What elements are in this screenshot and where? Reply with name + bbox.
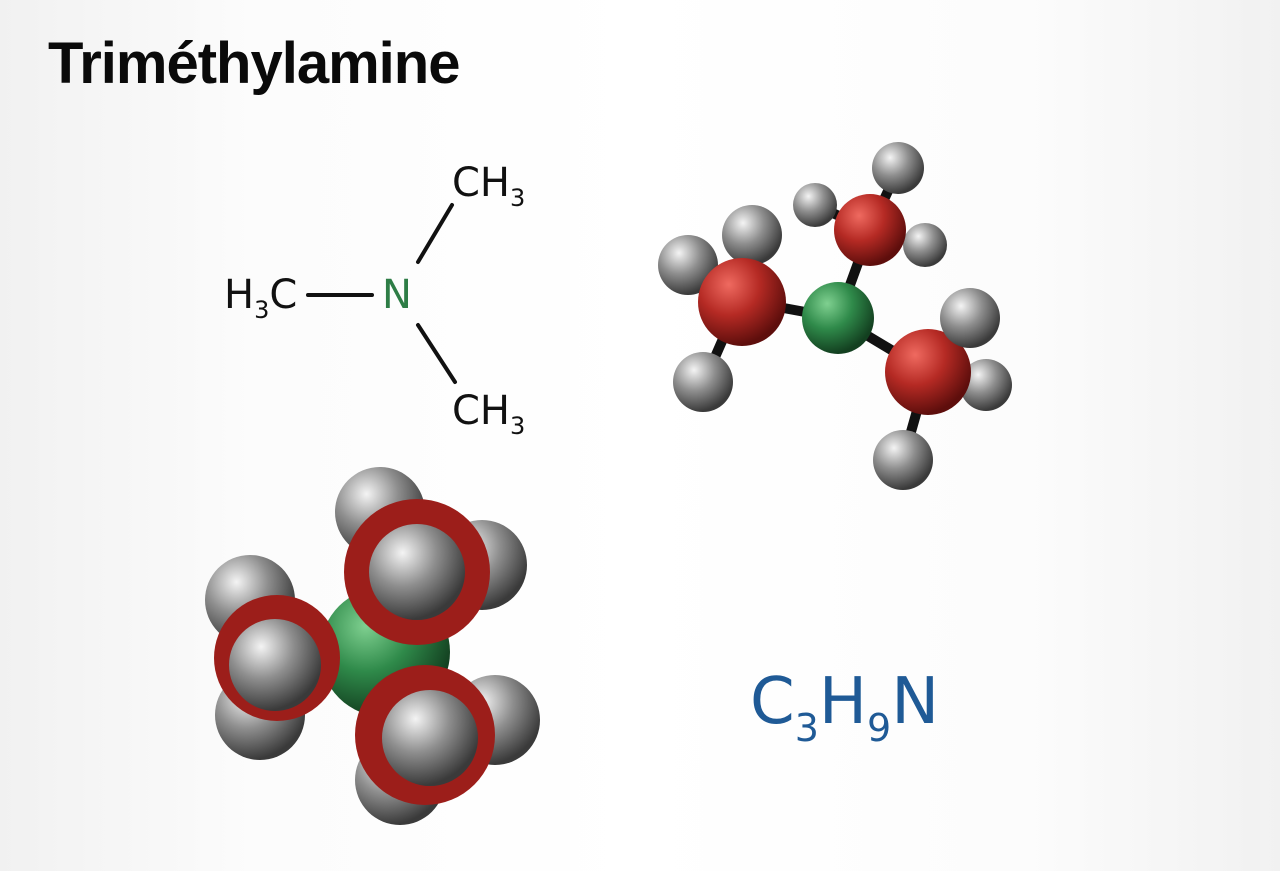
bond-top	[416, 203, 454, 264]
h3c-left-label: H3C	[224, 272, 298, 324]
page-title: Triméthylamine	[48, 31, 460, 96]
bond-bottom	[416, 323, 457, 384]
ch3-bottom-label: CH3	[452, 388, 526, 440]
space-filling-model	[205, 467, 540, 825]
ball-and-stick-atoms	[658, 142, 1012, 490]
ch3-top-label: CH3	[452, 160, 526, 212]
molecular-formula: C3H9N	[750, 665, 940, 750]
nitrogen-label: N	[382, 272, 412, 318]
